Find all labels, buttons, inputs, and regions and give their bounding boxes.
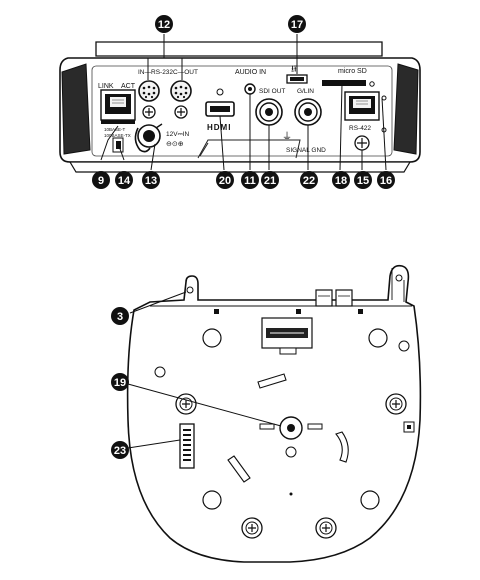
right-side-flange: [393, 63, 419, 155]
lan-speed-label-1: 10BASE-T: [104, 127, 126, 132]
callout-22-number: 22: [303, 175, 315, 187]
micro-sd-slot: [322, 80, 366, 86]
callout-14-number: 14: [118, 175, 131, 187]
callout-11: [241, 171, 259, 189]
base-screws: [175, 393, 407, 539]
callout-20: [216, 171, 234, 189]
callout-15: [354, 171, 372, 189]
lan-speed-label-2: 100BASE-TX: [104, 133, 131, 138]
callout-22: [300, 171, 318, 189]
callout-14: [115, 171, 133, 189]
callout-18: [332, 171, 350, 189]
camera-base: [126, 264, 422, 563]
callout-9-number: 9: [98, 175, 104, 187]
lan-link-label: LINK: [98, 83, 114, 90]
callout-15-number: 15: [357, 175, 369, 187]
callout-3: [111, 307, 129, 325]
rs232c-label: IN—RS-232C—OUT: [138, 69, 198, 76]
top-callouts: 12 17 9 14 13 20 11 21 22 18 15 16: [92, 15, 395, 189]
audio-in-label: AUDIO IN: [235, 69, 266, 76]
callout-18-number: 18: [335, 175, 347, 187]
bottom-callouts: 3 19 23: [111, 307, 129, 459]
lan-act-label: ACT: [121, 83, 136, 90]
callout-13: [142, 171, 160, 189]
micro-sd-label: micro SD: [338, 68, 367, 75]
callout-21-number: 21: [264, 175, 276, 187]
top-leader-lines: [100, 34, 387, 171]
callout-17-number: 17: [291, 19, 303, 31]
callout-17: [288, 15, 306, 33]
callout-16: [377, 171, 395, 189]
callout-12-number: 12: [158, 19, 170, 31]
dc-polarity-label: ⊖⊙⊕: [166, 141, 184, 148]
rs422-label: RS-422: [349, 125, 371, 132]
hdmi-logo: HDMI: [207, 123, 231, 132]
bottom-leader-lines: [127, 291, 282, 449]
rear-panel: LINK ACT 10BASE-T 100BASE-TX IN—RS-232C—…: [59, 41, 421, 173]
callout-19: [111, 373, 129, 391]
left-side-flange: [61, 63, 91, 155]
callout-21: [261, 171, 279, 189]
callout-13-number: 13: [145, 175, 157, 187]
callout-19-number: 19: [114, 377, 126, 389]
callout-3-number: 3: [117, 311, 123, 323]
signal-gnd-label: SIGNAL GND: [286, 147, 326, 154]
callout-23-number: 23: [114, 445, 126, 457]
callout-11-number: 11: [244, 175, 256, 187]
ground-symbol-icon: ⏚: [282, 131, 292, 143]
dc-in-label: 12V⎓IN: [166, 131, 190, 138]
callout-23: [111, 441, 129, 459]
callout-12: [155, 15, 173, 33]
g-lin-label: G/LIN: [297, 88, 314, 95]
rs232c-out-port: [170, 80, 192, 102]
usb-icon: ⭿: [291, 64, 297, 74]
callout-20-number: 20: [219, 175, 231, 187]
sdi-out-label: SDI OUT: [259, 88, 285, 95]
rs232c-in-port: [138, 80, 160, 102]
callout-16-number: 16: [380, 175, 392, 187]
callout-9: [92, 171, 110, 189]
